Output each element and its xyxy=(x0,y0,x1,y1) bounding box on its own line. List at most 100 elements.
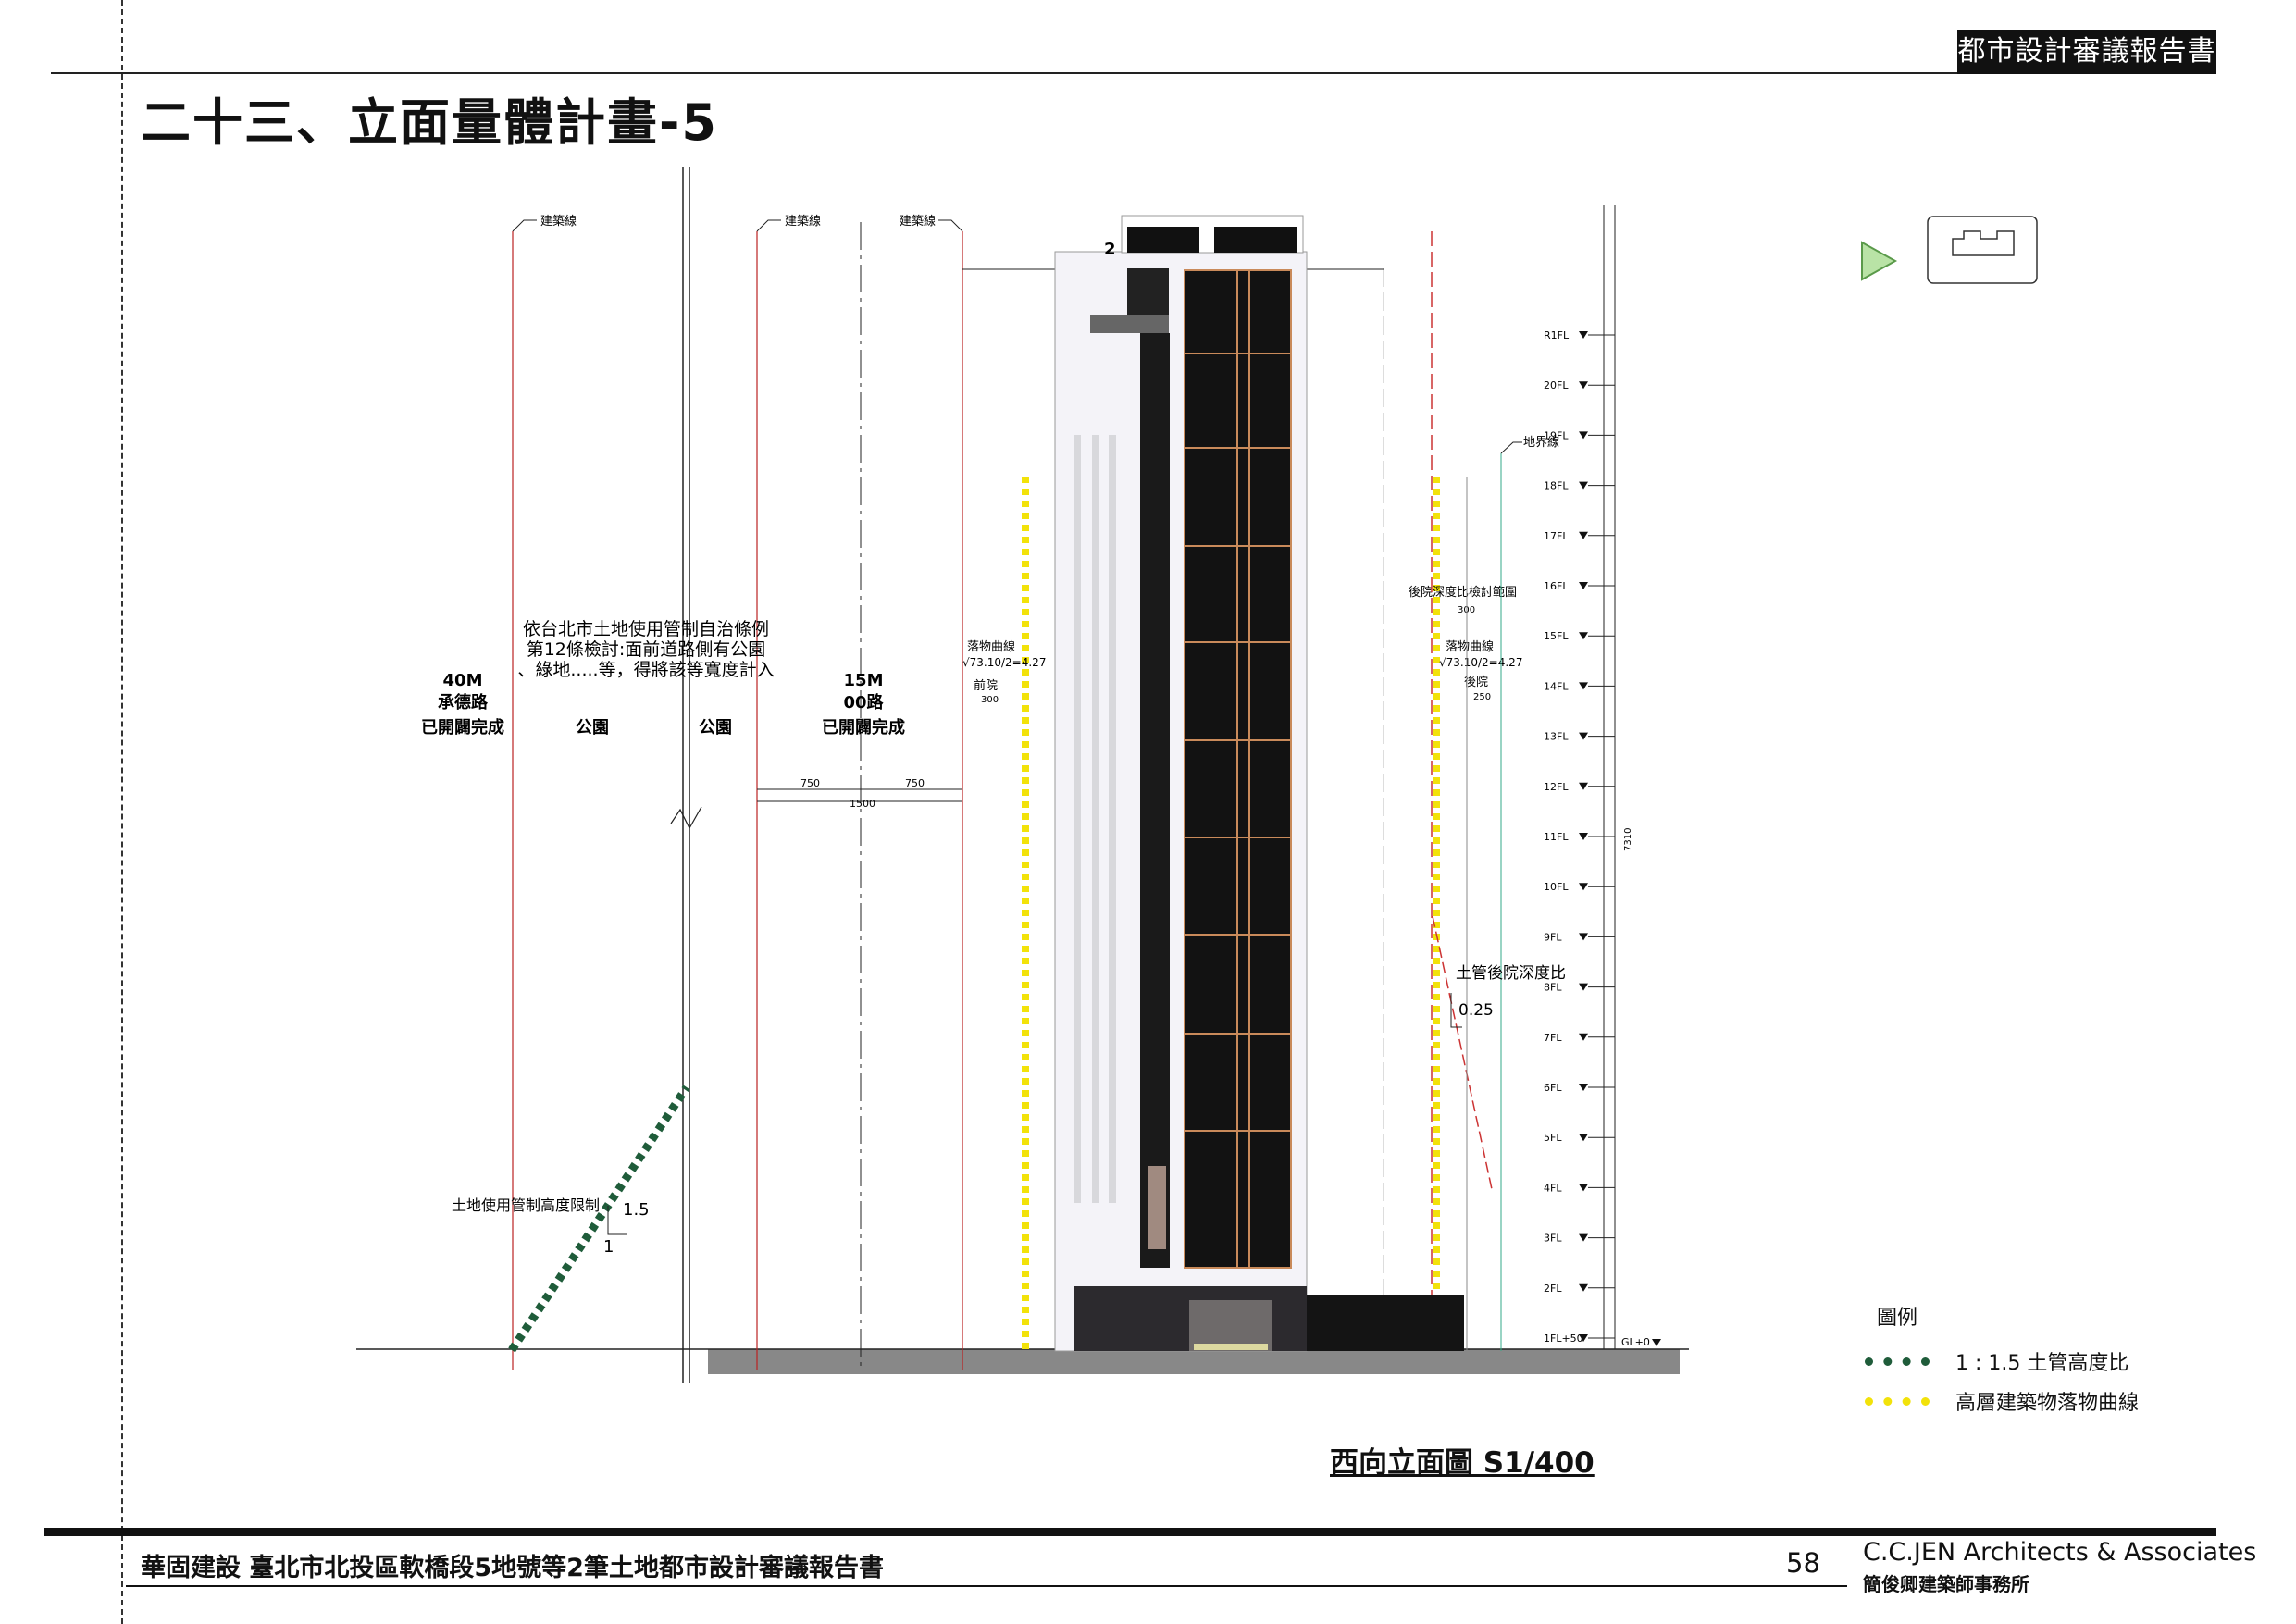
legend-item-fall-curve: 高層建築物落物曲線 xyxy=(1865,1387,2139,1415)
roof-window xyxy=(1214,227,1297,253)
front-yard-dim: 300 xyxy=(981,695,999,705)
floor-label: 3FL xyxy=(1544,1233,1562,1245)
floor-label: 19FL xyxy=(1544,429,1569,441)
floor-label: 12FL xyxy=(1544,781,1569,793)
floor-label: 1FL+50 xyxy=(1544,1333,1583,1345)
dim-750-right: 750 xyxy=(905,777,925,789)
road-name: 承德路 xyxy=(438,692,489,713)
setback-lines xyxy=(512,231,963,1370)
level-marker xyxy=(1579,883,1588,891)
dim-750-left: 750 xyxy=(800,777,820,789)
rear-depth-ratio-value: 0.25 xyxy=(1458,1001,1494,1020)
footer-rule xyxy=(44,1528,2216,1536)
overall-height-dim: 7310 xyxy=(1623,828,1633,851)
road-status: 已開闢完成 xyxy=(822,717,905,738)
level-marker xyxy=(1579,1134,1588,1142)
level-marker xyxy=(1579,331,1588,339)
ground-slab xyxy=(708,1349,1680,1374)
stair-shaft xyxy=(1140,333,1170,1268)
leader xyxy=(756,219,781,232)
page-title: 二十三、立面量體計畫-5 xyxy=(141,93,718,152)
park-label: 公園 xyxy=(699,718,732,738)
legend-title: 圖例 xyxy=(1877,1307,1918,1330)
fall-right-title: 落物曲線 xyxy=(1446,639,1494,654)
legend-swatch xyxy=(1865,1357,1930,1366)
legend-label: 高層建築物落物曲線 xyxy=(1955,1392,2140,1415)
slope-triangle xyxy=(607,1206,627,1235)
break-symbol xyxy=(670,806,702,830)
fall-left-value: √73.10/2=4.27 xyxy=(962,656,1046,669)
level-marker xyxy=(1579,431,1588,440)
floor-bands xyxy=(1185,353,1291,1132)
level-marker xyxy=(1579,933,1588,941)
level-marker xyxy=(1579,782,1588,790)
floor-label: 20FL xyxy=(1544,379,1569,391)
floor-label: 11FL xyxy=(1544,831,1569,843)
floor-label: R1FL xyxy=(1544,329,1570,341)
floor-label: 6FL xyxy=(1544,1082,1562,1094)
leader xyxy=(938,219,963,232)
north-arrow-icon xyxy=(1861,241,1898,281)
gl-label: GL+0 xyxy=(1621,1336,1650,1348)
road-width: 40M xyxy=(443,671,483,690)
road-width: 15M xyxy=(844,671,884,690)
floor-label: 17FL xyxy=(1544,530,1569,542)
level-marker xyxy=(1579,732,1588,740)
footer-underline xyxy=(126,1585,1847,1587)
rule-note-line: 第12條檢討:面前道路側有公園 xyxy=(527,639,766,660)
setback-label: 建築線 xyxy=(540,214,577,229)
roof-window xyxy=(1127,227,1199,253)
park-label: 公園 xyxy=(576,718,609,738)
level-marker xyxy=(1579,833,1588,840)
floor-label: 14FL xyxy=(1544,680,1569,692)
header-rule xyxy=(51,72,2216,74)
level-marker xyxy=(1579,983,1588,991)
level-marker xyxy=(1579,531,1588,539)
level-marker xyxy=(1579,1084,1588,1091)
podium-annex xyxy=(1307,1295,1464,1351)
firm-name-en: C.C.JEN Architects & Associates xyxy=(1863,1538,2257,1567)
road-status: 已開闢完成 xyxy=(421,717,504,738)
top-opening xyxy=(1127,268,1169,316)
ratio-triangle xyxy=(1450,993,1462,1028)
drawing-caption: 西向立面圖 S1/400 xyxy=(1330,1446,1595,1480)
report-badge: 都市設計審議報告書 xyxy=(1957,30,2216,74)
floor-label: 10FL xyxy=(1544,881,1569,893)
level-marker xyxy=(1579,632,1588,640)
fall-left-title: 落物曲線 xyxy=(967,639,1015,654)
level-marker xyxy=(1579,582,1588,589)
accent-panel xyxy=(1148,1166,1166,1249)
height-limit-line xyxy=(508,1085,690,1353)
rule-note-line: 依台北市土地使用管制自治條例 xyxy=(523,619,769,639)
front-yard-label: 前院 xyxy=(974,678,998,693)
floor-label: 2FL xyxy=(1544,1283,1562,1295)
floor-label: 16FL xyxy=(1544,580,1569,592)
legend-swatch xyxy=(1865,1396,1930,1406)
firm-name-zh: 簡俊卿建築師事務所 xyxy=(1863,1573,2029,1595)
floor-levels: R1FL20FL19FL18FL17FL16FL15FL14FL13FL12FL… xyxy=(1544,329,1615,1345)
entrance xyxy=(1189,1300,1272,1351)
floor-label: 5FL xyxy=(1544,1132,1562,1144)
floor-label: 8FL xyxy=(1544,982,1562,994)
boundary-label: 地界線 xyxy=(1523,435,1559,450)
level-marker xyxy=(1579,381,1588,390)
rear-depth-ratio-label: 土管後院深度比 xyxy=(1456,964,1566,983)
dim-1500: 1500 xyxy=(850,798,875,810)
leader xyxy=(512,219,537,232)
road-15m: 15M 00路 已開闢完成 xyxy=(822,671,905,738)
rear-depth-ratio-line xyxy=(1432,915,1493,1190)
level-marker xyxy=(1579,1233,1588,1242)
left-margin-line xyxy=(121,0,123,1624)
level-marker xyxy=(1579,682,1588,690)
floor-label: 18FL xyxy=(1544,480,1569,492)
floor-label: 15FL xyxy=(1544,630,1569,642)
project-title: 華固建設 臺北市北投區軟橋段5地號等2筆土地都市設計審議報告書 xyxy=(141,1554,884,1582)
slope-rise: 1.5 xyxy=(623,1200,650,1220)
level-marker xyxy=(1579,481,1588,490)
floor-label: 4FL xyxy=(1544,1182,1562,1194)
rear-yard-dim: 250 xyxy=(1473,692,1491,702)
fall-right-value: √73.10/2=4.27 xyxy=(1439,656,1522,669)
key-plan xyxy=(1927,216,2038,284)
road-40m: 40M 承德路 已開闢完成 xyxy=(421,671,504,738)
